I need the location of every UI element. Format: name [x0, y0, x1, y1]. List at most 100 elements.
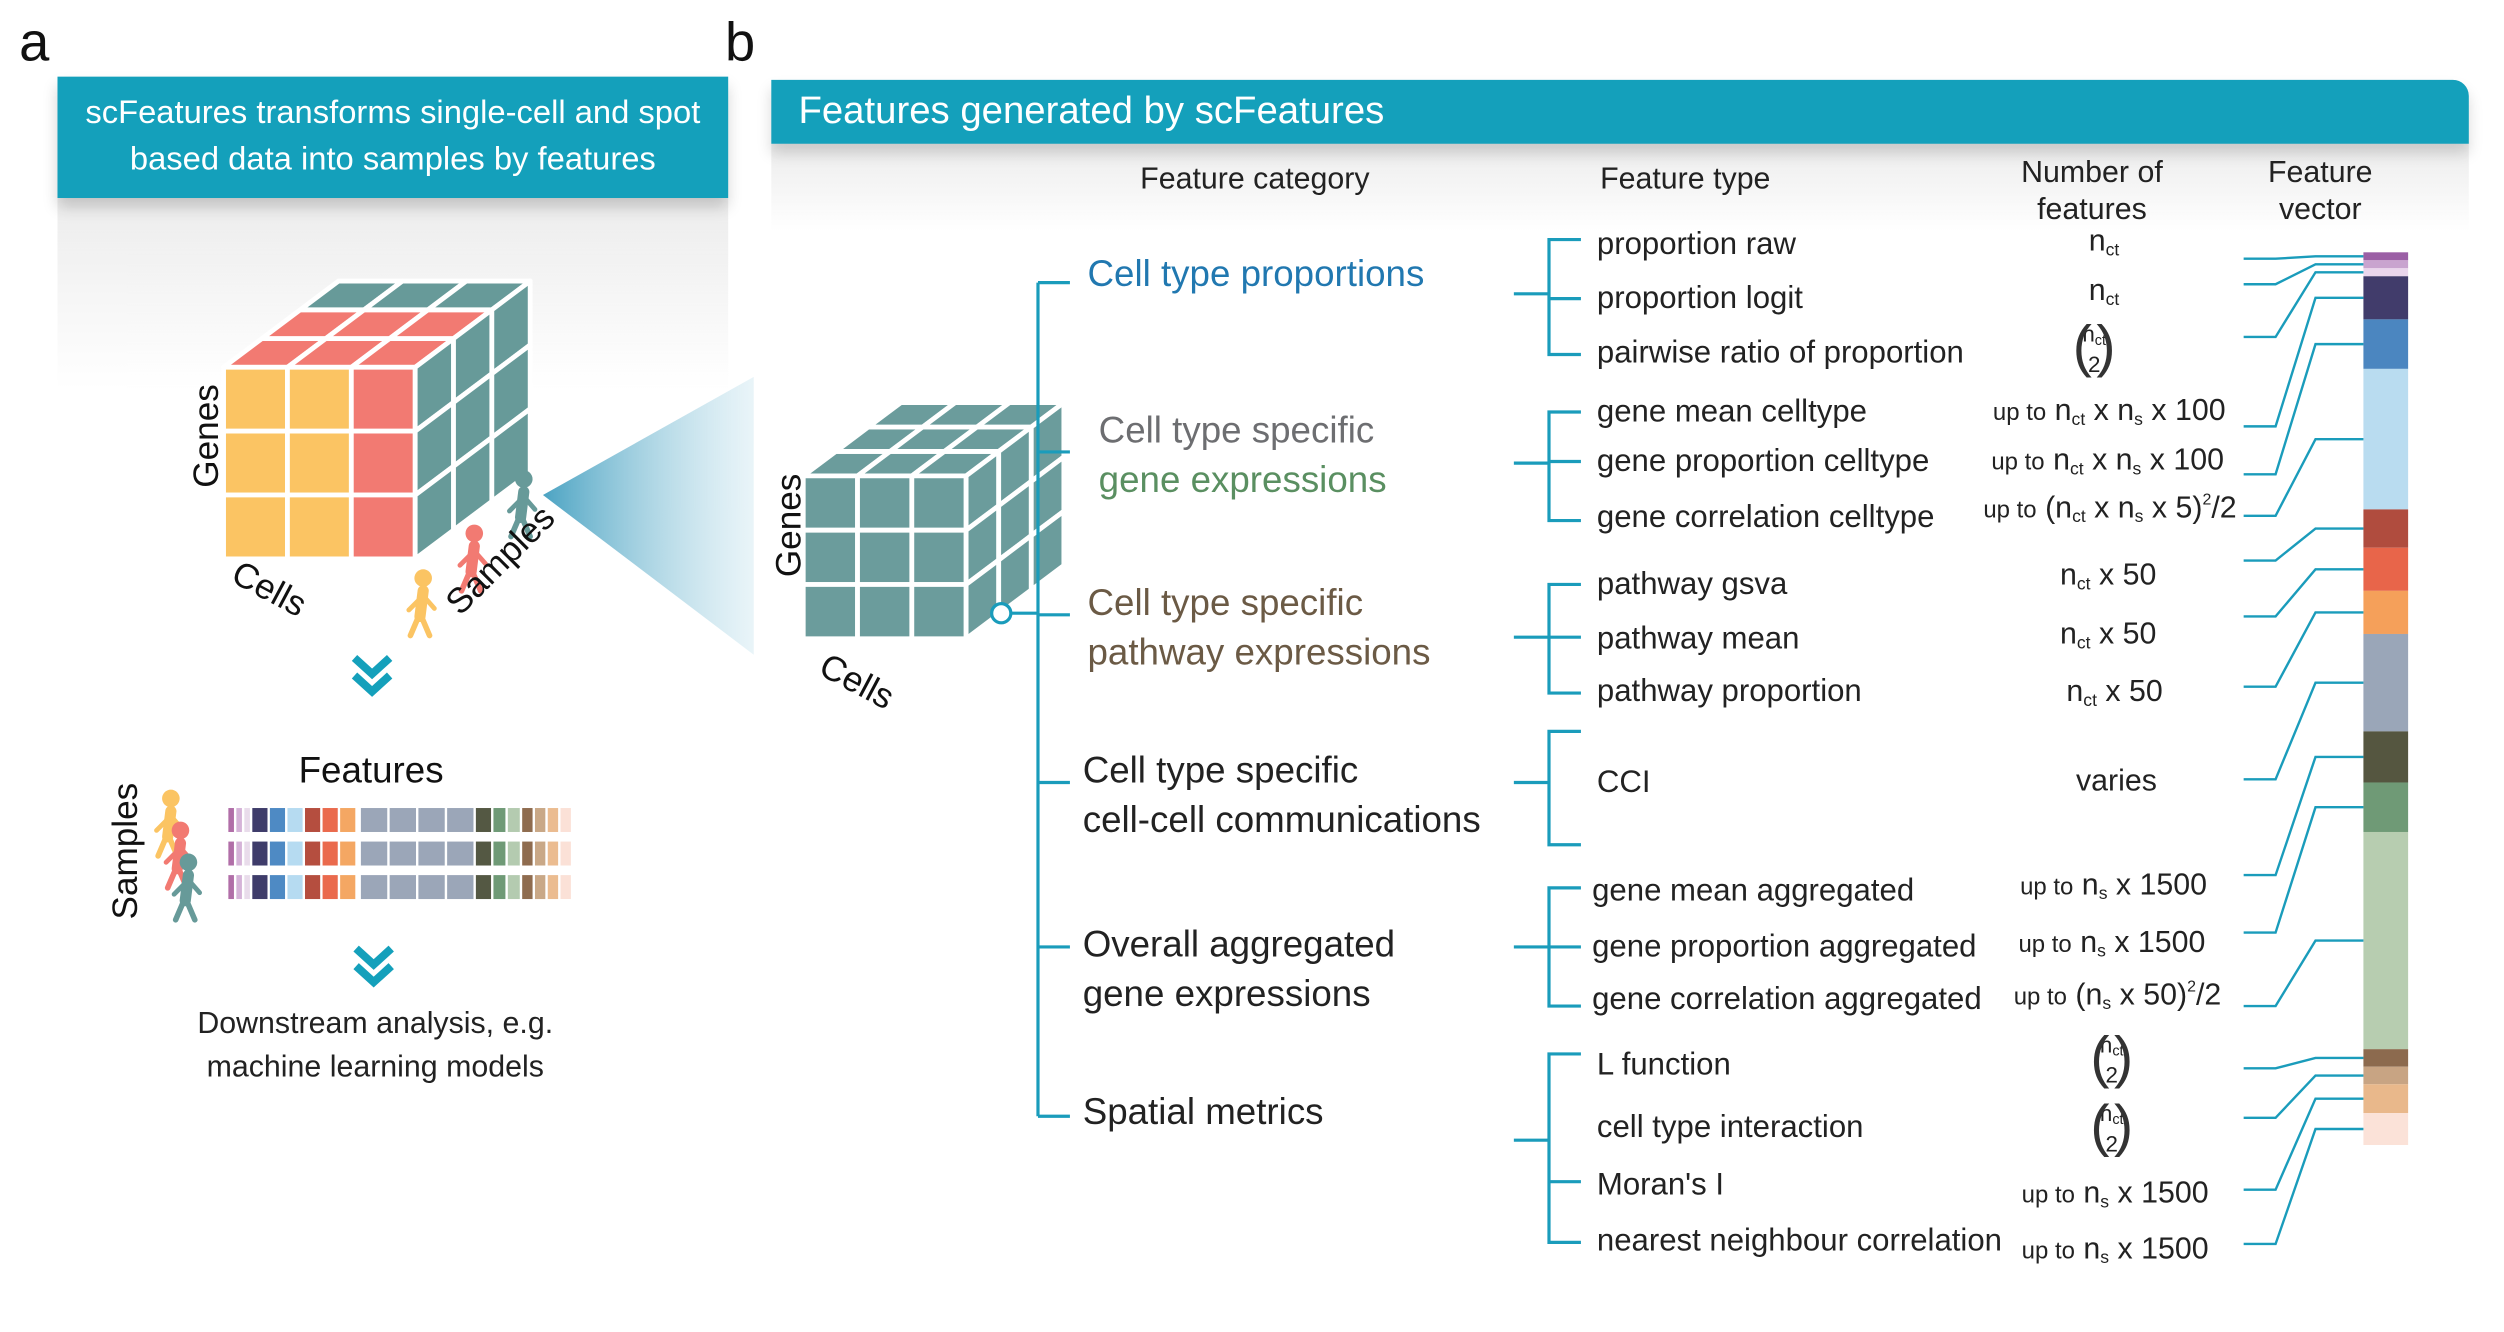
panel-a-letter: a	[19, 12, 50, 74]
feature-cell	[322, 875, 338, 900]
connector-line	[2243, 755, 2364, 877]
feature-cell	[236, 841, 242, 866]
feature-cell	[236, 808, 242, 832]
feature-cell	[493, 841, 506, 866]
connector-line	[2243, 271, 2364, 339]
vector-segment	[2363, 1066, 2409, 1085]
feature-cell	[447, 875, 474, 900]
connector-line	[2243, 1074, 2364, 1120]
feature-cell	[507, 808, 520, 832]
feature-cell	[507, 875, 520, 900]
category-spatial-metrics: Spatial metrics	[1083, 1087, 1324, 1137]
feature-cell	[522, 808, 533, 832]
binomial-nct-2: () nct 2	[2090, 1092, 2134, 1158]
chevron-down-icon	[351, 654, 393, 680]
person-head	[171, 821, 190, 840]
feature-cell	[522, 875, 533, 900]
feature-cell	[447, 808, 474, 832]
feature-type-gene-correlation-aggregated: gene correlation aggregated	[1592, 982, 1982, 1018]
vector-segment	[2363, 547, 2409, 591]
bracket	[1513, 410, 1581, 523]
feature-type-gene-mean-aggregated: gene mean aggregated	[1592, 873, 1915, 909]
cube	[800, 400, 1067, 642]
feature-type-cell-type-interaction: cell type interaction	[1596, 1109, 1864, 1145]
feature-type-proportion-logit: proportion logit	[1596, 281, 1803, 317]
feature-cell	[547, 808, 559, 832]
cube-b-genes-label: Genes	[768, 473, 809, 578]
count-morans-i: up to ns x 1500	[2021, 1176, 2209, 1213]
count-proportion-raw: nct	[2088, 225, 2120, 261]
feature-type-gene-proportion-celltype: gene proportion celltype	[1596, 443, 1930, 480]
feature-cell	[475, 841, 492, 866]
person-legs	[508, 511, 533, 540]
feature-cell	[305, 875, 321, 900]
category-cell-cell-communications: Cell type specific cell-cell communicati…	[1083, 746, 1481, 845]
header-number-line-2: features	[2037, 193, 2147, 227]
header-number-line-1: Number of	[2021, 156, 2163, 191]
feature-cell	[389, 875, 416, 900]
feature-cell	[252, 841, 268, 866]
feature-cell	[244, 808, 250, 832]
bracket	[1513, 729, 1581, 847]
feature-cell	[418, 841, 445, 866]
feature-cell	[389, 841, 416, 866]
cube-cell	[800, 527, 860, 587]
header-vector-line-2: vector	[2278, 193, 2362, 227]
feature-cell	[547, 875, 559, 900]
person-head	[465, 524, 484, 543]
person-arms	[171, 877, 203, 897]
category-line: Cell type specific	[1082, 748, 1359, 791]
category-line: cell-cell communications	[1082, 798, 1481, 840]
panel-a-graphics	[154, 278, 571, 988]
count-gene-correlation-celltype: up to (nct x ns x 5)2/2	[1983, 491, 2237, 527]
feature-cell	[340, 808, 356, 832]
person-head	[414, 569, 432, 587]
cube-cell	[800, 473, 860, 533]
chevrons-a-2	[353, 945, 394, 988]
chevrons-a-1	[351, 654, 393, 697]
cube-cell	[909, 582, 969, 642]
cube-cell	[855, 473, 915, 533]
feature-cell	[360, 808, 388, 832]
person-icon	[406, 569, 437, 639]
count-gene-mean-aggregated: up to ns x 1500	[2020, 868, 2208, 904]
feature-type-gene-proportion-aggregated: gene proportion aggregated	[1592, 929, 1977, 965]
feature-cell	[252, 875, 268, 900]
header-number-of-features: Number of features	[2004, 155, 2180, 228]
count-gene-proportion-celltype: up to nct x ns x 100	[1991, 443, 2225, 480]
category-pathway-expressions: Cell type specific pathway expressions	[1087, 578, 1430, 677]
feature-cell	[269, 808, 286, 832]
connector-line	[2243, 342, 2364, 476]
zoom-cone	[542, 376, 754, 655]
count-gene-proportion-aggregated: up to ns x 1500	[2018, 926, 2206, 962]
feature-cell	[340, 841, 356, 866]
cube-cell	[909, 527, 969, 587]
connector-line	[2243, 263, 2364, 286]
connector-line	[2243, 1056, 2364, 1070]
feature-cell	[287, 841, 303, 866]
count-pathway-mean: nct x 50	[2060, 618, 2157, 654]
vector-connectors	[2243, 255, 2364, 1246]
feature-cell	[447, 841, 474, 866]
category-line: Cell type proportions	[1087, 252, 1425, 294]
feature-type-pairwise-ratio: pairwise ratio of proportion	[1596, 335, 1964, 371]
person-head	[515, 470, 533, 488]
cube-cell	[855, 582, 915, 642]
bracket	[1513, 582, 1581, 695]
vector-segment	[2363, 1113, 2409, 1145]
feature-cell	[228, 841, 234, 866]
feature-cell	[389, 808, 416, 832]
count-gene-correlation-aggregated: up to (ns x 50)2/2	[2013, 978, 2222, 1015]
category-line: Spatial metrics	[1082, 1090, 1324, 1133]
feature-type-pathway-gsva: pathway gsva	[1596, 566, 1788, 603]
bracket	[1513, 1052, 1581, 1244]
vector-segment	[2363, 268, 2409, 277]
person-legs	[172, 894, 198, 923]
feature-cell	[418, 875, 445, 900]
downstream-line-2: machine learning models	[206, 1050, 544, 1085]
cube	[221, 278, 533, 562]
category-line: Overall aggregated	[1082, 923, 1396, 965]
downstream-line-1: Downstream analysis, e.g.	[197, 1007, 554, 1042]
count-pathway-gsva: nct x 50	[2060, 558, 2157, 595]
